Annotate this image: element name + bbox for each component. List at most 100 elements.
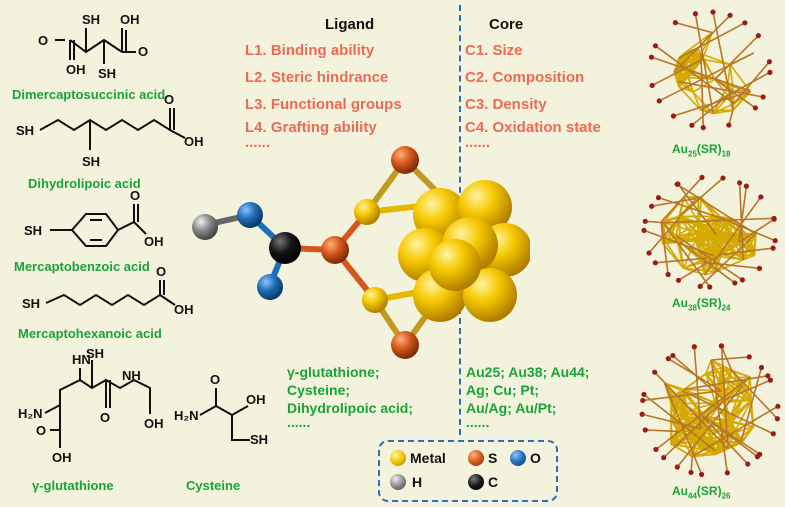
ligand-name-cysteine: Cysteine bbox=[186, 478, 241, 493]
sulfur-atom bbox=[692, 11, 699, 17]
atom-o: O bbox=[36, 423, 46, 438]
cluster-bond bbox=[698, 197, 703, 223]
sulfur-atom bbox=[700, 125, 706, 131]
sulfur-atom bbox=[689, 122, 695, 128]
cluster-bond bbox=[705, 359, 713, 375]
cluster-structures bbox=[639, 9, 781, 478]
legend-s: S bbox=[488, 450, 498, 466]
oxygen-swatch bbox=[510, 450, 526, 466]
sulfur-atom bbox=[697, 283, 703, 289]
cluster-bond bbox=[678, 215, 697, 241]
cluster-bond bbox=[726, 399, 752, 421]
cluster-label-au25: Au25(SR)18 bbox=[672, 142, 731, 159]
sulfur-atom bbox=[775, 403, 781, 409]
cluster-bond bbox=[711, 356, 750, 361]
cluster-bond bbox=[683, 196, 700, 224]
atom-o: O bbox=[210, 372, 220, 387]
ligand-example: Cysteine; bbox=[287, 382, 351, 398]
cluster-bond bbox=[733, 61, 770, 105]
ligand-item: L2. Steric hindrance bbox=[245, 69, 389, 86]
sulfur-atom bbox=[670, 352, 676, 359]
sulfur-atom bbox=[648, 54, 655, 60]
sulfur-atom bbox=[772, 238, 778, 244]
sulfur-atom bbox=[699, 471, 705, 478]
ligand-item: L3. Functional groups bbox=[245, 96, 402, 113]
cluster-bond bbox=[700, 52, 731, 66]
cluster-bond bbox=[694, 13, 715, 114]
cluster-bond bbox=[749, 238, 755, 252]
cluster-bond bbox=[691, 405, 779, 458]
nanocluster-model bbox=[192, 146, 530, 359]
cluster-bond bbox=[676, 232, 711, 237]
sulfur-atom bbox=[641, 227, 647, 233]
cluster-bond bbox=[713, 109, 733, 115]
atom-oh: OH bbox=[246, 392, 266, 407]
cluster-bond bbox=[720, 237, 751, 256]
sulfur-atom bbox=[754, 453, 761, 460]
sulfur-atom bbox=[746, 354, 752, 360]
sulfur-atom bbox=[655, 195, 662, 201]
atom-oh: OH bbox=[184, 134, 204, 149]
atom-sh: SH bbox=[22, 296, 40, 311]
atom-oh: OH bbox=[174, 302, 194, 317]
atom-o: O bbox=[130, 188, 140, 203]
cluster-bond bbox=[670, 403, 680, 432]
cluster-bond bbox=[655, 257, 707, 264]
atom-oh: OH bbox=[120, 12, 140, 27]
sulfur-atom bbox=[720, 175, 726, 181]
cluster-bond bbox=[679, 222, 700, 243]
cluster-bond bbox=[705, 416, 758, 458]
cluster-bond bbox=[643, 393, 716, 452]
cluster-bond bbox=[670, 420, 674, 445]
sulfur-atom bbox=[718, 343, 725, 349]
cluster-label-au38: Au38(SR)24 bbox=[672, 296, 731, 313]
atom-o: O bbox=[138, 44, 148, 59]
legend-o: O bbox=[530, 450, 541, 466]
ligand-example: γ-glutathione; bbox=[287, 364, 380, 380]
ligand-name-dimercaptosuccinic: Dimercaptosuccinic acid bbox=[12, 87, 166, 102]
sulfur-atom bbox=[674, 464, 680, 470]
sulfur-atom bbox=[743, 183, 749, 189]
cluster-bond bbox=[730, 369, 752, 401]
atom-legend: Metal S O H C bbox=[378, 440, 558, 502]
core-example: Ag; Cu; Pt; bbox=[466, 382, 540, 398]
atom-sh: SH bbox=[24, 223, 42, 238]
cluster-bond bbox=[681, 390, 774, 435]
cluster-bond bbox=[663, 399, 725, 459]
atom-h2n: H₂N bbox=[174, 408, 199, 423]
cluster-bond bbox=[678, 86, 702, 111]
cluster-bond bbox=[672, 435, 695, 446]
sulfur-atom bbox=[656, 98, 662, 104]
sulfur-atom bbox=[726, 122, 732, 128]
ligand-name-glutathione: γ-glutathione bbox=[32, 478, 114, 493]
cluster-bond bbox=[677, 183, 718, 236]
cluster-bond bbox=[683, 375, 768, 391]
cluster-bond bbox=[679, 239, 696, 243]
cluster-label-au44: Au44(SR)26 bbox=[672, 484, 731, 501]
cluster-bond bbox=[690, 456, 694, 473]
atom-sh: SH bbox=[86, 346, 104, 361]
cluster-bond bbox=[738, 218, 775, 243]
cluster-bond bbox=[693, 419, 728, 437]
ligand-name-mercaptobenzoic: Mercaptobenzoic acid bbox=[14, 259, 150, 274]
core-item: C3. Density bbox=[465, 96, 547, 113]
cluster-bond bbox=[641, 413, 701, 430]
cluster-bond bbox=[678, 215, 699, 233]
cluster-bond bbox=[699, 233, 757, 287]
cluster-bond bbox=[660, 176, 703, 223]
cluster-bond bbox=[740, 367, 763, 443]
core-heading: Core bbox=[489, 16, 524, 33]
core-example: Au25; Au38; Au44; bbox=[466, 364, 590, 380]
cluster-bond bbox=[714, 35, 759, 80]
cluster-bond bbox=[683, 388, 716, 404]
sulfur-atom bbox=[770, 245, 776, 251]
cluster-bond bbox=[693, 435, 704, 450]
cluster-bond bbox=[677, 430, 704, 450]
cluster-bond bbox=[655, 376, 751, 451]
ligand-name-dihydrolipoic: Dihydrolipoic acid bbox=[28, 176, 141, 191]
cluster-bond bbox=[651, 58, 704, 87]
ligand-item: ...... bbox=[245, 134, 271, 151]
atom-hn: HN bbox=[72, 352, 91, 367]
cluster-bond bbox=[671, 395, 683, 405]
sulfur-atom bbox=[707, 284, 713, 290]
